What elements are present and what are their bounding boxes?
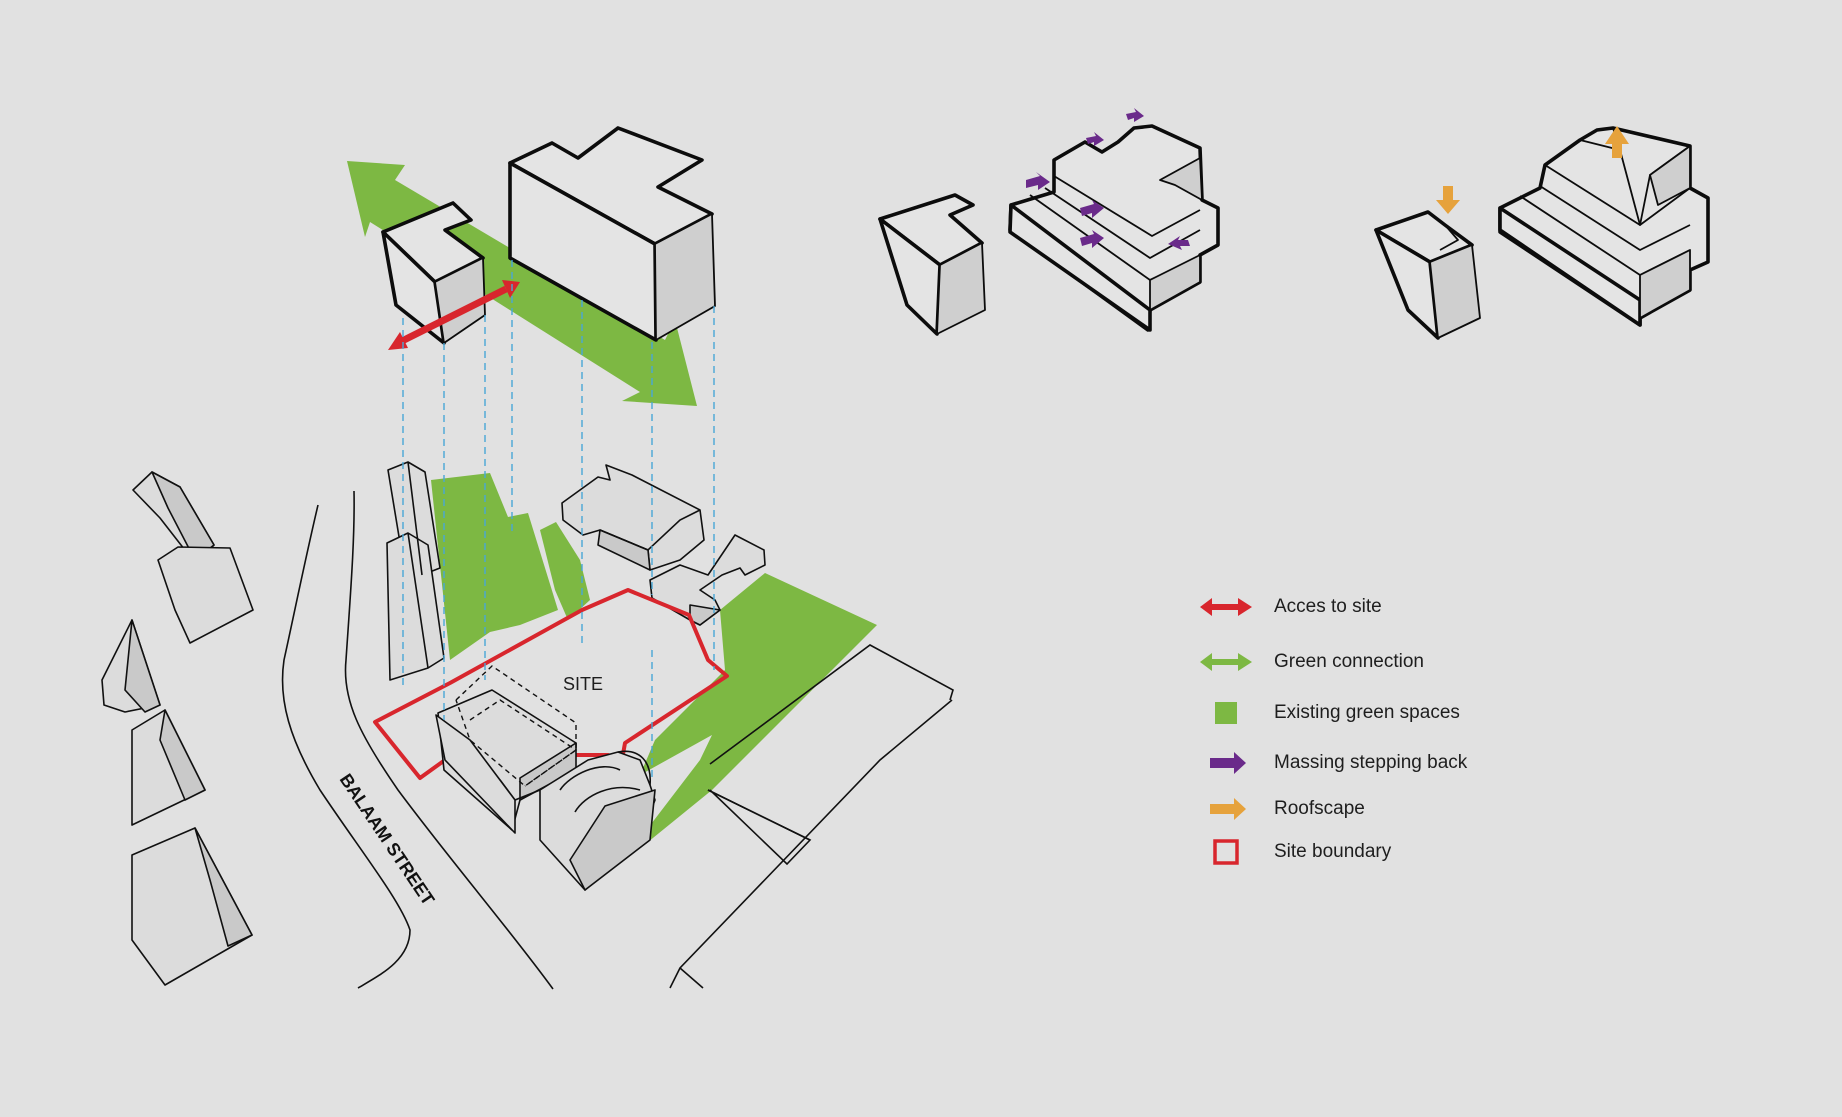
roof-main-side-2 — [1649, 145, 1691, 206]
double-arrow-green-icon — [1196, 647, 1260, 677]
legend-item-massing: Massing stepping back — [1196, 748, 1556, 778]
terrace-ridge-s — [407, 532, 429, 669]
concept-massing — [347, 126, 716, 780]
legend-label: Acces to site — [1274, 596, 1382, 617]
roof-main-side — [1639, 249, 1691, 319]
red-square-outline-icon — [1196, 837, 1260, 867]
roofscape-arrow-down — [1436, 186, 1460, 214]
massing-tall-notch-2 — [657, 186, 703, 211]
legend-label: Green connection — [1274, 651, 1424, 672]
site-label: SITE — [563, 674, 603, 694]
block-outline-se — [709, 644, 954, 765]
road-edge-3 — [669, 699, 953, 989]
site-plan: SITE BALAAM STREET — [101, 461, 954, 990]
access-arrow-shaft — [396, 285, 508, 347]
context-building-w5-side — [194, 827, 253, 947]
roof-level-2 — [1539, 185, 1691, 251]
legend-label: Roofscape — [1274, 798, 1365, 819]
access-arrow-head-right — [502, 280, 520, 298]
green-space-middle — [540, 522, 590, 620]
terrace-ridge-n — [407, 461, 423, 576]
step-main-side-2 — [1159, 157, 1203, 201]
north-building-ridge — [599, 509, 701, 551]
block-edge-se — [707, 789, 811, 841]
arched-building-dome — [617, 750, 651, 786]
green-square-icon — [1196, 698, 1260, 728]
context-building-w2 — [157, 546, 254, 644]
green-space-north — [431, 473, 558, 660]
legend-label: Site boundary — [1274, 841, 1392, 862]
step-small-side — [936, 242, 986, 335]
step-level-2 — [1044, 187, 1201, 259]
orange-arrow-icon — [1196, 794, 1260, 824]
massing-arrow-3 — [1080, 230, 1104, 248]
road-curb-s — [679, 967, 704, 989]
massing-arrow-1 — [1026, 172, 1050, 190]
step-main-front — [1008, 203, 1152, 332]
green-space-east — [640, 573, 877, 842]
massing-arrow-2 — [1080, 200, 1104, 218]
legend-item-green-spaces: Existing green spaces — [1196, 698, 1556, 728]
massing-stepping-back — [878, 108, 1220, 336]
context-building-w3-side — [124, 619, 161, 713]
north-building — [561, 464, 705, 571]
step-main-side — [1149, 254, 1201, 311]
site-dashed-footprint-inner — [469, 699, 578, 787]
front-building — [435, 714, 516, 834]
legend-label: Existing green spaces — [1274, 702, 1460, 723]
context-building-w5 — [131, 827, 253, 986]
massing-tall-side — [654, 213, 716, 341]
legend-item-site-boundary: Site boundary — [1196, 837, 1556, 867]
step-level-3 — [1053, 175, 1201, 237]
arched-building-side — [569, 789, 656, 891]
block-inner-se — [707, 789, 812, 866]
roof-main-front — [1498, 206, 1642, 327]
legend-item-access: Acces to site — [1196, 592, 1556, 622]
legend-item-green-connection: Green connection — [1196, 647, 1556, 677]
massing-arrow-5 — [1086, 132, 1104, 146]
purple-arrow-icon — [1196, 748, 1260, 778]
roofscape — [1374, 126, 1710, 340]
double-arrow-red-icon — [1196, 592, 1260, 622]
step-small-notch — [949, 204, 974, 216]
site-dashed-footprint — [455, 665, 577, 787]
roof-small-ridge — [1439, 224, 1459, 251]
roofscape-arrow-up — [1605, 126, 1629, 158]
massing-arrow-6 — [1126, 108, 1144, 122]
roof-small-side — [1429, 244, 1481, 339]
legend-item-roofscape: Roofscape — [1196, 794, 1556, 824]
massing-tall-notch — [657, 159, 703, 188]
road-edge-2 — [344, 490, 554, 990]
road-edge-1 — [281, 504, 411, 989]
massing-small-notch — [444, 219, 471, 231]
context-building-w4-side — [159, 709, 206, 801]
arched-building-roof — [559, 765, 641, 813]
massing-arrow-4 — [1168, 236, 1190, 250]
legend-label: Massing stepping back — [1274, 752, 1468, 773]
